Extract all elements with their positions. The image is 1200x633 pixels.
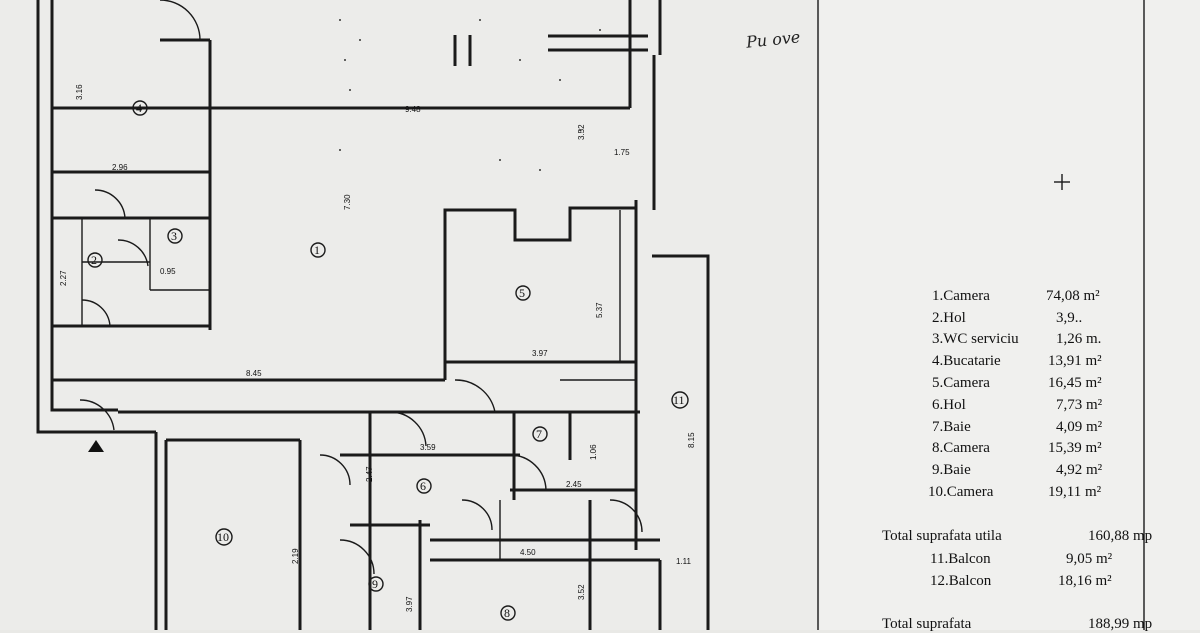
dim-label: 8.15 <box>687 432 696 448</box>
legend-area: 4,09 m² <box>1056 419 1103 435</box>
legend-label: 1.Camera <box>932 288 990 304</box>
dim-label: 1.11 <box>676 557 692 566</box>
room-marker-5: 5 <box>515 285 531 301</box>
legend-area: 4,92 m² <box>1056 462 1103 478</box>
room-markers: 4 1 2 3 5 6 7 8 9 10 11 <box>87 100 689 621</box>
legend-area: 9,05 m² <box>1066 551 1113 567</box>
legend-label: 4.Bucatarie <box>932 353 1001 369</box>
svg-text:8: 8 <box>504 606 510 620</box>
dim-label: 4.50 <box>520 548 536 557</box>
svg-text:11: 11 <box>673 393 685 407</box>
room-marker-3: 3 <box>167 228 183 244</box>
dim-label: 3.52 <box>577 584 586 600</box>
legend-label: 6.Hol <box>932 397 966 413</box>
dim-label: 3.52 <box>577 124 586 140</box>
north-arrow-icon <box>88 440 104 452</box>
room-marker-2: 2 <box>87 252 103 268</box>
dim-label: 7.30 <box>343 194 352 210</box>
svg-text:10: 10 <box>217 530 229 544</box>
door-swings <box>79 0 643 575</box>
svg-text:9: 9 <box>372 577 378 591</box>
svg-text:3: 3 <box>171 229 177 243</box>
legend-area: 3,9.. <box>1056 310 1083 326</box>
legend-area: 18,16 m² <box>1058 573 1112 589</box>
legend-label: Total suprafata utila <box>882 528 1002 544</box>
svg-text:4: 4 <box>136 101 142 115</box>
legend-label: 7.Baie <box>932 419 971 435</box>
dim-label: 3.97 <box>532 349 548 358</box>
dim-label: 3.59 <box>420 443 436 452</box>
legend-area: 13,91 m² <box>1048 353 1102 369</box>
dim-label: 3.16 <box>75 84 84 100</box>
dimension-labels: 3.16 2.96 9.48 7.30 3.52 1.75 2.27 8.45 … <box>59 84 696 612</box>
legend-label: 8.Camera <box>932 440 990 456</box>
legend-label: 2.Hol <box>932 310 966 326</box>
dim-label: 0.95 <box>160 267 176 276</box>
dim-label: 8.45 <box>246 369 262 378</box>
svg-text:6: 6 <box>420 479 426 493</box>
room-marker-7: 7 <box>532 426 548 442</box>
legend-area: 7,73 m² <box>1056 397 1103 413</box>
legend-label: 12.Balcon <box>930 573 992 589</box>
legend-area: 19,11 m² <box>1048 484 1102 500</box>
legend-area: 16,45 m² <box>1048 375 1102 391</box>
legend-label: 5.Camera <box>932 375 990 391</box>
legend-label: 9.Baie <box>932 462 971 478</box>
svg-text:5: 5 <box>519 286 525 300</box>
dim-label: 1.06 <box>589 444 598 460</box>
room-marker-4: 4 <box>132 100 148 116</box>
dim-label: 2.47 <box>365 466 374 482</box>
legend-area: 188,99 mp <box>1088 616 1153 632</box>
room-marker-10: 10 <box>215 528 233 546</box>
room-marker-8: 8 <box>500 605 516 621</box>
dim-label: 9.48 <box>405 105 421 114</box>
dim-label: 5.37 <box>595 302 604 318</box>
dim-label: 2.96 <box>112 163 128 172</box>
walls <box>36 0 710 630</box>
legend-area: 74,08 m² <box>1046 288 1100 304</box>
room-marker-9: 9 <box>368 576 384 592</box>
svg-text:1: 1 <box>314 243 320 257</box>
stipple-texture <box>339 19 601 171</box>
svg-text:7: 7 <box>536 427 542 441</box>
legend-panel-background <box>820 0 1200 630</box>
dim-label: 3.97 <box>405 596 414 612</box>
dim-label: 2.45 <box>566 480 582 489</box>
thin-lines <box>81 210 636 560</box>
svg-text:2: 2 <box>91 253 97 267</box>
legend-label: 11.Balcon <box>930 551 991 567</box>
dim-label: 2.19 <box>291 548 300 564</box>
legend-label: 3.WC serviciu <box>932 331 1019 347</box>
legend-area: 15,39 m² <box>1048 440 1102 456</box>
legend-area: 160,88 mp <box>1088 528 1153 544</box>
legend-label: 10.Camera <box>928 484 994 500</box>
legend-area: 1,26 m. <box>1056 331 1102 347</box>
dim-label: 2.27 <box>59 270 68 286</box>
legend-label: Total suprafata <box>882 616 972 632</box>
dim-label: 1.75 <box>614 148 630 157</box>
room-marker-6: 6 <box>416 478 432 494</box>
room-marker-1: 1 <box>310 242 326 258</box>
room-marker-11: 11 <box>671 391 689 409</box>
